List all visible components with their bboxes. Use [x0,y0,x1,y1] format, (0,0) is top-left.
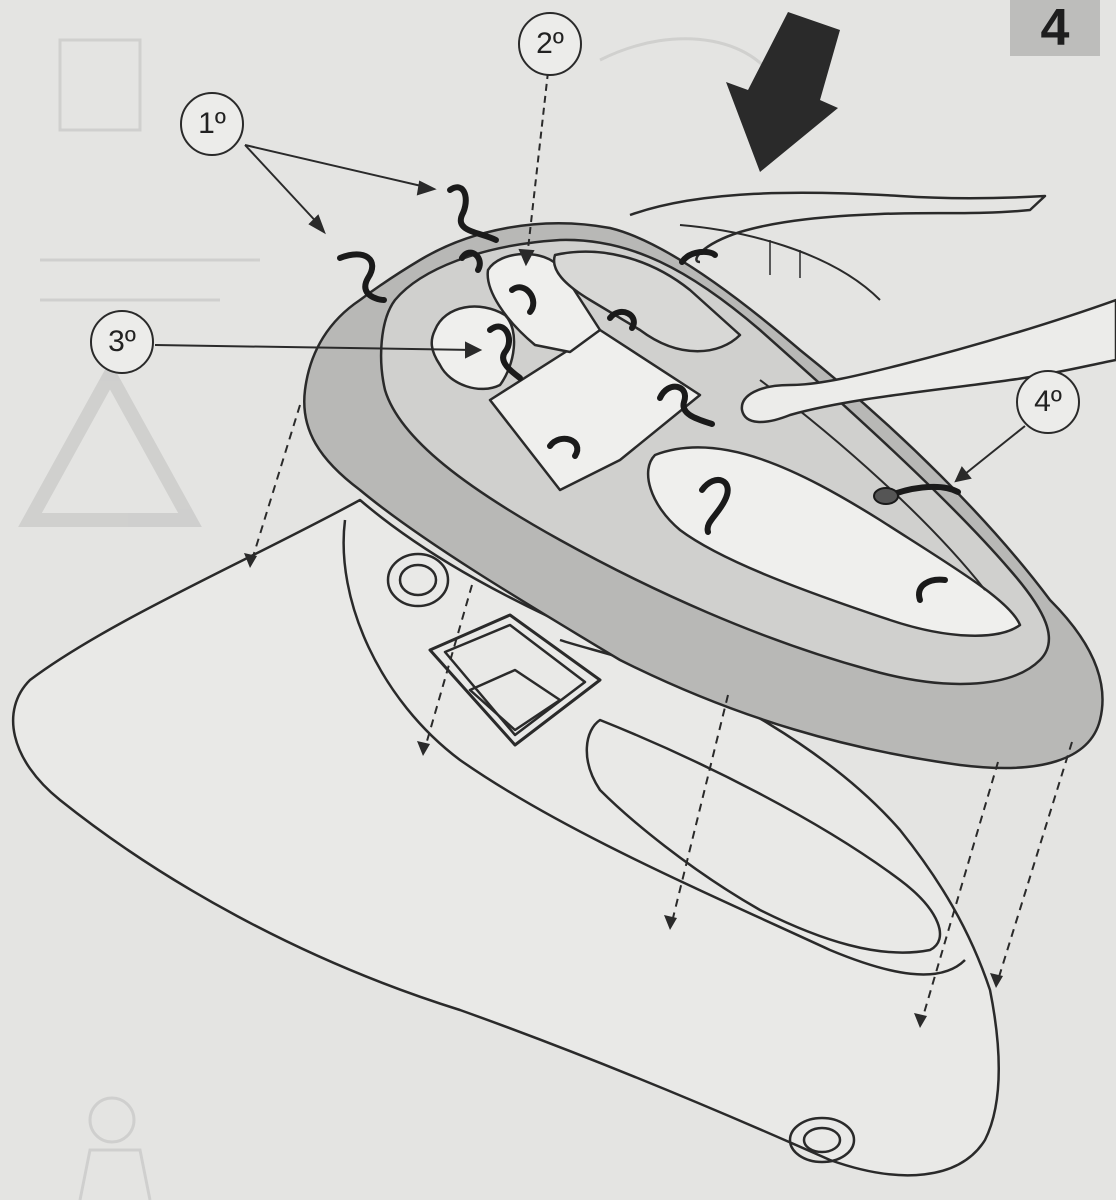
lower-console-shell [11,498,1000,1177]
clip-socket [873,487,899,505]
fitting-guide-lines [251,404,1073,1021]
lower-cupholder [428,613,602,747]
lower-rear-socket [788,1116,856,1164]
fitting-guide-arrowheads [244,553,1003,1028]
bezel-side-opening [552,250,742,353]
callout-1: 1º [180,92,244,156]
callout-4: 4º [1016,370,1080,434]
callout-3: 3º [90,310,154,374]
clip-5 [509,284,537,315]
push-down-arrow-icon [726,12,840,172]
lower-switch-socket [386,552,450,608]
bezel-front-right-opening [486,252,602,354]
clip-4 [487,323,523,381]
warning-triangle-icon [18,360,202,527]
callout-2: 2º [518,12,582,76]
clip-6 [679,248,718,265]
leader-4 [959,425,1026,479]
bezel-rear-opening [646,446,1022,637]
callout-leaders [154,71,1026,483]
clip-1 [337,251,387,303]
back-hand [629,191,1047,264]
pressing-finger [740,298,1116,424]
leader-1b [244,144,431,189]
clip-3 [459,249,483,273]
clip-9 [547,435,581,459]
leader-1a [244,144,323,229]
lower-console-rim [342,519,966,976]
lower-console-tray [585,718,942,954]
step-number-badge: 4 [1010,0,1100,56]
leader-3 [154,344,475,351]
clip-2 [447,184,499,243]
clip-10 [699,477,731,535]
clip-11 [916,576,948,603]
clip-8 [657,383,715,427]
clip-7 [607,309,637,331]
finger-hand-icon [629,191,1116,424]
